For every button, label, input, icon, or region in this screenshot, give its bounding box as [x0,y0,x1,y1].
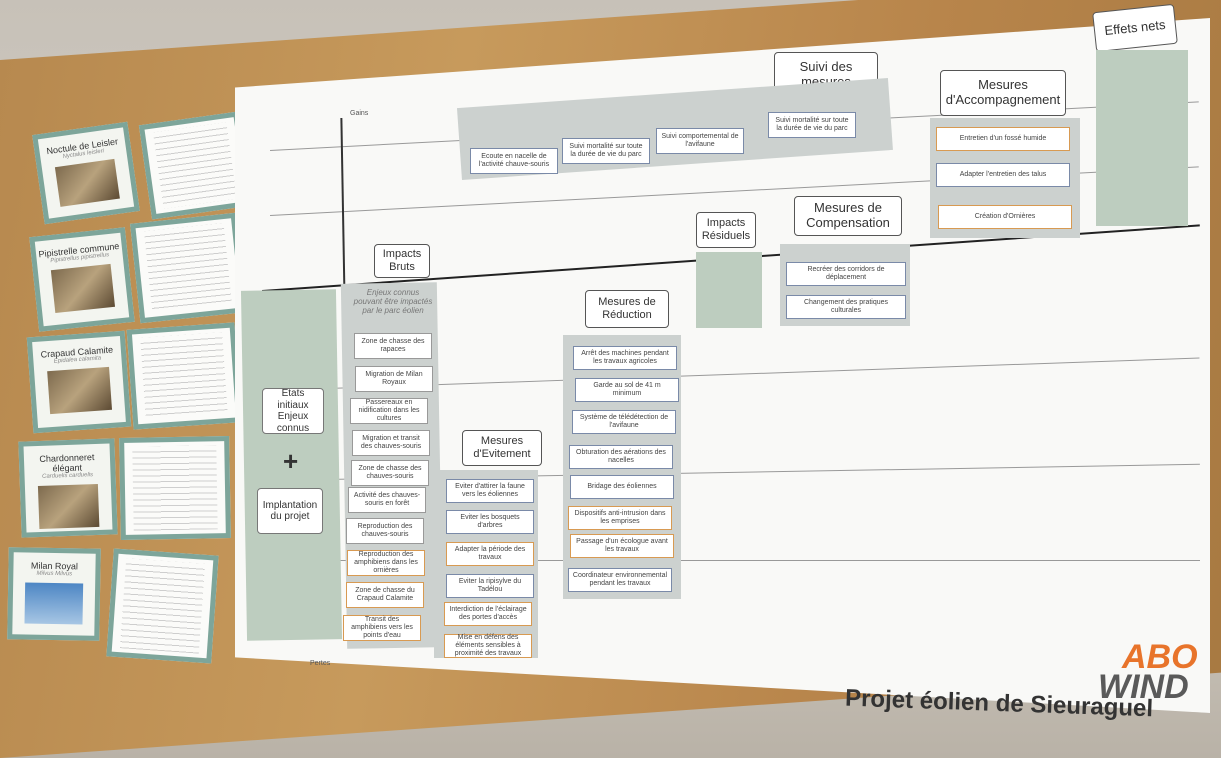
reduction-item: Passage d'un écologue avant les travaux [570,534,674,558]
species-card-1: Noctule de Leisler Nyctalus leisleri [32,121,140,225]
axis-top-label: Gains [350,110,369,117]
reduction-item: Obturation des aérations des nacelles [569,445,673,469]
effets-nets-panel [1096,50,1188,226]
reduction-item: Bridage des éoliennes [570,475,674,499]
enjeux-item: Zone de chasse du Crapaud Calamite [346,582,424,608]
species-description-4 [119,436,231,540]
species-description-2 [130,212,246,324]
species-photo [47,366,112,415]
species-card-2: Pipistrelle commune Pipistrellus pipistr… [29,227,135,332]
evitement-item: Eviter d'attirer la faune vers les éolie… [446,479,534,503]
etats-initiaux-box: Etats initiaux Enjeux connus [262,388,324,434]
reduction-item: Dispositifs anti-intrusion dans les empr… [568,506,672,530]
suivi-item: Suivi mortalité sur toute la durée de vi… [562,138,650,164]
evitement-item: Interdiction de l'éclairage des portes d… [444,602,532,626]
enjeux-item: Reproduction des chauves-souris [346,518,424,544]
enjeux-item: Migration de Milan Royaux [355,366,433,392]
accompagnement-item: Entretien d'un fossé humide [936,127,1070,151]
species-description-1 [138,111,252,220]
enjeux-item: Transit des amphibiens vers les points d… [343,615,421,641]
impacts-residuels-panel [696,252,762,328]
guide-line [270,560,1200,561]
species-photo [24,582,83,625]
compensation-item: Recréer des corridors de déplacement [786,262,906,286]
reduction-item: Système de télédétection de l'avifaune [572,410,676,434]
species-photo [54,158,120,207]
enjeux-item: Activité des chauves-souris en forêt [348,487,426,513]
plus-icon: + [283,446,299,476]
species-photo [50,263,116,313]
impacts-residuels-header: Impacts Résiduels [696,212,756,248]
species-card-3: Crapaud Calamite Epidalea calamita [26,330,132,434]
enjeux-item: Passereaux en nidification dans les cult… [350,398,428,424]
evitement-item: Mise en défens des éléments sensibles à … [444,634,532,658]
species-description-5 [106,548,219,664]
enjeux-item: Reproduction des amphibiens dans les orn… [347,550,425,576]
suivi-item: Suivi comportemental de l'avifaune [656,128,744,154]
accompagnement-header: Mesures d'Accompagnement [940,70,1066,116]
suivi-item: Ecoute en nacelle de l'activité chauve-s… [470,148,558,174]
compensation-header: Mesures de Compensation [794,196,902,236]
logo-wind: WIND [1098,668,1189,706]
evitement-item: Adapter la période des travaux [446,542,534,566]
species-card-4: Chardonneret élégant Carduelis carduelis [18,438,118,538]
evitement-header: Mesures d'Evitement [462,430,542,466]
reduction-item: Garde au sol de 41 m minimum [575,378,679,402]
enjeux-item: Migration et transit des chauves-souris [352,430,430,456]
accompagnement-item: Adapter l'entretien des talus [936,163,1070,187]
implantation-box: Implantation du projet [257,488,323,534]
reduction-item: Arrêt des machines pendant les travaux a… [573,346,677,370]
species-photo [37,483,100,530]
evitement-item: Eviter la ripisylve du Tadélou [446,574,534,598]
effets-nets-header: Effets nets [1092,3,1178,53]
species-card-5: Milan Royal Milvus Milvus [7,547,101,641]
species-description-3 [126,322,242,430]
enjeux-item: Zone de chasse des chauves-souris [351,460,429,486]
suivi-item: Suivi mortalité sur toute la durée de vi… [768,112,856,138]
species-latin: Milvus Milvus [36,570,73,578]
compensation-item: Changement des pratiques culturales [786,295,906,319]
evitement-item: Eviter les bosquets d'arbres [446,510,534,534]
enjeux-title: Enjeux connus pouvant être impactés par … [353,288,433,315]
accompagnement-item: Création d'Ornières [938,205,1072,229]
reduction-header: Mesures de Réduction [585,290,669,328]
reduction-item: Coordinateur environnemental pendant les… [568,568,672,592]
enjeux-item: Zone de chasse des rapaces [354,333,432,359]
impacts-bruts-header: Impacts Bruts [374,244,430,278]
axis-bottom-label: Pertes [310,660,331,667]
logo-abo: ABO [1122,638,1198,676]
